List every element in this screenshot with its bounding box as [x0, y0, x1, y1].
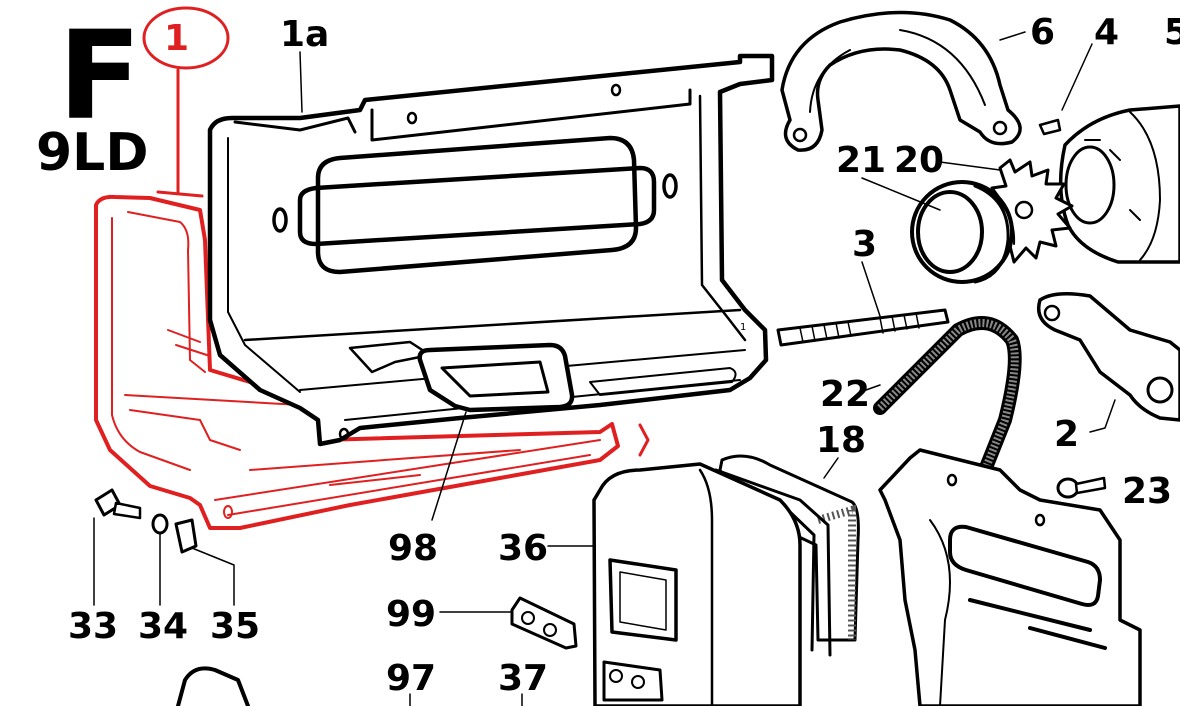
callout-21: 21	[836, 140, 886, 181]
section-letter: F	[58, 5, 141, 147]
callout-1a: 1a	[280, 14, 329, 55]
callout-20: 20	[894, 140, 944, 181]
part-4-key[interactable]	[1038, 118, 1062, 136]
part-22-belt[interactable]	[873, 316, 1022, 477]
callout-99: 99	[386, 594, 436, 635]
callout-35: 35	[210, 606, 260, 647]
part-5-generator[interactable]	[1058, 104, 1180, 264]
callout-37: 37	[498, 658, 548, 699]
part-36-housing[interactable]	[592, 462, 802, 706]
engine-model: 9LD	[36, 123, 148, 183]
callout-98: 98	[388, 528, 438, 569]
callout-97: 97	[386, 658, 436, 699]
part-21-pulley[interactable]	[910, 180, 1016, 284]
part-cover-panel-right[interactable]	[878, 448, 1142, 706]
part-35-nut[interactable]	[174, 518, 235, 606]
part-2-tensioner-arm[interactable]	[1036, 292, 1180, 422]
part-34-washer[interactable]	[151, 513, 169, 606]
callout-5: 5	[1164, 12, 1180, 53]
callout-22: 22	[820, 374, 870, 415]
part-3-stud[interactable]	[776, 308, 950, 347]
callout-18: 18	[816, 420, 866, 461]
part-1a-baffle-plate[interactable]: 1	[207, 53, 775, 447]
part-98-gasket[interactable]	[417, 342, 575, 521]
svg-text:1: 1	[740, 322, 746, 333]
callout-2: 2	[1054, 414, 1079, 455]
callout-23: 23	[1122, 471, 1172, 512]
callout-3: 3	[852, 224, 877, 265]
leader-lines	[299, 31, 1116, 706]
callout-6: 6	[1030, 12, 1055, 53]
part-6-bracket-strap[interactable]	[780, 10, 1022, 152]
part-23-screw[interactable]	[1056, 476, 1107, 499]
callout-36: 36	[498, 528, 548, 569]
callout-33: 33	[68, 606, 118, 647]
part-33-bolt[interactable]	[93, 488, 142, 606]
callout-34: 34	[138, 606, 188, 647]
callout-1: 1	[164, 18, 189, 59]
callout-4: 4	[1094, 12, 1119, 53]
part-fragment-bottom-left	[176, 666, 250, 706]
part-99-clip[interactable]	[439, 596, 578, 650]
